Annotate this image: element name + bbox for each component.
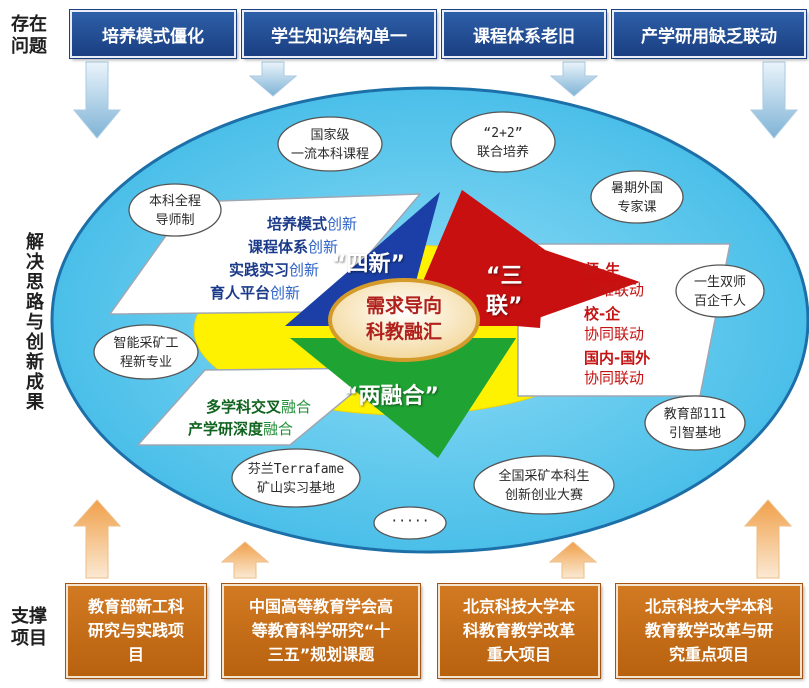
up-arrow-1 xyxy=(72,499,122,579)
label-problems: 存在 问题 xyxy=(11,14,47,57)
four-new-item-4: 育人平台创新 xyxy=(209,284,300,302)
support-box-1: 教育部新工科 研究与实践项 目 xyxy=(66,584,206,678)
up-arrows xyxy=(72,499,793,579)
two-fusions-panel xyxy=(136,367,386,446)
cloud-fenlan xyxy=(231,448,361,508)
support-box-2: 中国高等教育学会高 等教育科学研究“十 三五”规划课题 xyxy=(222,584,420,678)
problem-box-3: 课程体系老旧 xyxy=(442,10,606,58)
cloud-shuqi-waiguo xyxy=(590,170,684,224)
three-links-item-3: 国内-国外协同联动 xyxy=(584,349,651,387)
cloud-dots xyxy=(373,506,447,540)
four-new-item-1: 培养模式创新 xyxy=(266,215,357,233)
down-arrow-3 xyxy=(549,61,599,97)
cloud-zhineng-caikuang xyxy=(93,324,199,380)
problem-box-4: 产学研用缺乏联动 xyxy=(612,10,806,58)
quad-green-b xyxy=(404,338,516,458)
up-arrow-3 xyxy=(548,541,598,579)
center-badge xyxy=(328,278,480,362)
cloud-quanguo-caikuang xyxy=(473,455,615,515)
label-support: 支撑 项目 xyxy=(11,606,47,649)
cloud-jiaoyubu-111 xyxy=(644,395,746,451)
label-solutions: 解决思路与创新成果 xyxy=(23,232,44,412)
three-links-title: “三 联” xyxy=(486,264,523,319)
up-arrow-2 xyxy=(220,541,270,579)
center-text: 需求导向 科教融汇 xyxy=(365,295,442,343)
down-arrows xyxy=(72,61,799,139)
support-box-4: 北京科技大学本科 教育教学改革与研 究重点项目 xyxy=(616,584,802,678)
down-arrow-1 xyxy=(72,61,122,139)
two-fusions-item-2: 产学研深度融合 xyxy=(188,420,294,438)
three-links-item-2: 校-企协同联动 xyxy=(584,305,645,343)
cloud-yisheng-shuangshi xyxy=(675,264,765,318)
cloud-benke-quancheng xyxy=(128,183,222,237)
down-arrow-2 xyxy=(248,61,298,97)
quad-red-tip xyxy=(404,190,640,326)
problem-box-1: 培养模式僵化 xyxy=(70,10,236,58)
four-new-item-2: 课程体系创新 xyxy=(247,238,338,256)
problem-box-2: 学生知识结构单一 xyxy=(242,10,436,58)
two-fusions-title: “两融合” xyxy=(344,384,439,409)
two-fusions-item-1: 多学科交叉融合 xyxy=(206,398,312,416)
up-arrow-4 xyxy=(743,499,793,579)
three-links-item-1: 师-生多维联动 xyxy=(584,261,645,299)
four-new-item-3: 实践实习创新 xyxy=(228,261,319,279)
cloud-guojiaji xyxy=(277,116,383,172)
four-new-title: “四新” xyxy=(332,252,405,277)
down-arrow-4 xyxy=(749,61,799,139)
support-box-3: 北京科技大学本 科教育教学改革 重大项目 xyxy=(438,584,600,678)
cloud-two-plus-two xyxy=(450,111,556,173)
